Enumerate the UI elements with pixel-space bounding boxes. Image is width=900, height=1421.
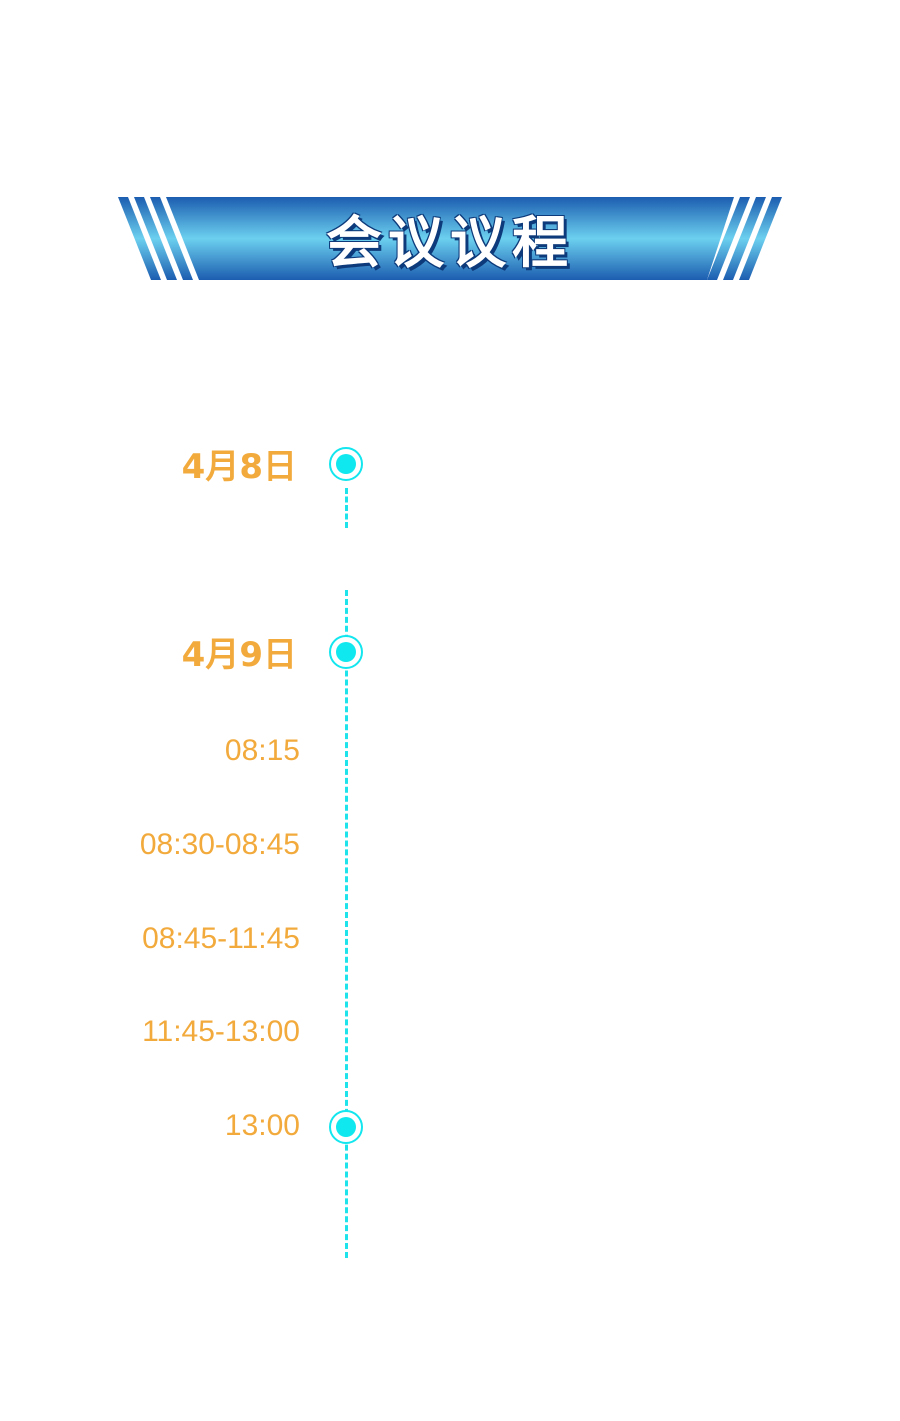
agenda-time: 08:15 [224,734,300,767]
timeline-line-upper [345,488,348,528]
title-banner: 会议议程 [118,197,782,280]
timeline-node-day1 [329,447,363,481]
page-title: 会议议程 [326,211,574,276]
timeline-line-main [345,590,348,1258]
timeline-node-1300 [329,1110,363,1144]
agenda-time: 08:30-08:45 [139,828,300,861]
agenda-time: 13:00 [224,1109,300,1142]
agenda-time: 11:45-13:00 [142,1015,300,1048]
timeline-node-day2 [329,635,363,669]
agenda-date-day1: 4月8日 [181,447,297,487]
banner-background [118,197,782,280]
agenda-time: 08:45-11:45 [142,922,300,955]
agenda-date-day2: 4月9日 [181,635,297,675]
